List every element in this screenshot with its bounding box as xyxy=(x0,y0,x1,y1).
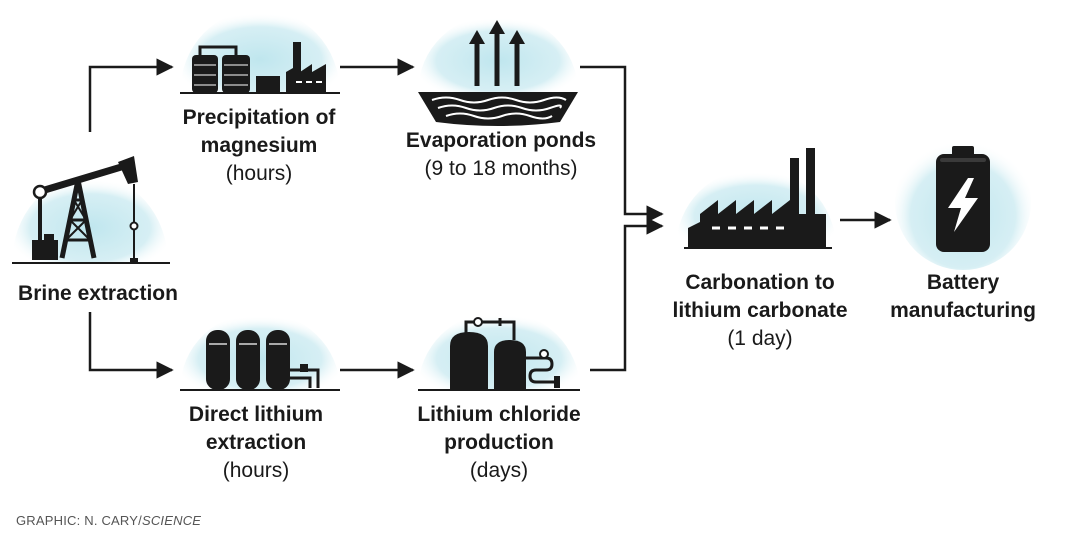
evaporation-pond-icon xyxy=(418,14,578,126)
dle-title-line1: Direct lithium xyxy=(188,403,324,426)
arrow-brine-to-magnesium xyxy=(88,58,174,132)
extraction-tanks-icon xyxy=(180,312,340,391)
brine-title: Brine extraction xyxy=(18,282,178,305)
chloride-label: Lithium chloride production (days) xyxy=(417,401,580,485)
chemical-tanks-icon xyxy=(418,311,580,391)
battery-title-line2: manufacturing xyxy=(890,299,1036,322)
dle-title-line2: extraction xyxy=(205,431,307,454)
magnesium-time: (hours) xyxy=(225,162,293,185)
dle-label: Direct lithium extraction (hours) xyxy=(189,401,323,485)
credit-source: SCIENCE xyxy=(141,513,202,528)
arrow-chloride-to-carbonation xyxy=(590,217,664,372)
carbonation-title-line1: Carbonation to xyxy=(685,271,835,294)
carbonation-label: Carbonation to lithium carbonate (1 day) xyxy=(672,269,847,353)
chloride-title-line2: production xyxy=(444,431,554,454)
evaporation-title: Evaporation ponds xyxy=(405,129,597,152)
battery-title-line1: Battery xyxy=(926,271,1000,294)
evaporation-label: Evaporation ponds (9 to 18 months) xyxy=(406,127,596,183)
brine-extraction-label: Brine extraction xyxy=(18,280,178,308)
industrial-plant-icon xyxy=(180,8,340,94)
chloride-title-line1: Lithium chloride xyxy=(417,403,581,426)
credit-prefix: GRAPHIC: N. CARY/ xyxy=(16,513,142,528)
carbonation-title-line2: lithium carbonate xyxy=(672,299,848,322)
connectors xyxy=(88,58,892,379)
carbonation-time: (1 day) xyxy=(727,327,793,350)
evaporation-time: (9 to 18 months) xyxy=(424,157,578,180)
arrow-brine-to-dle xyxy=(88,312,174,379)
dle-time: (hours) xyxy=(222,459,290,482)
battery-bolt-icon xyxy=(895,134,1031,270)
battery-label: Battery manufacturing xyxy=(890,269,1036,325)
graphic-credit: GRAPHIC: N. CARY/SCIENCE xyxy=(16,513,201,528)
magnesium-title-line1: Precipitation of xyxy=(182,106,336,129)
arrow-evaporation-to-carbonation xyxy=(580,65,664,223)
magnesium-label: Precipitation of magnesium (hours) xyxy=(183,104,336,188)
factory-icon xyxy=(676,148,836,249)
magnesium-title-line2: magnesium xyxy=(200,134,318,157)
chloride-time: (days) xyxy=(469,459,529,482)
oil-pump-icon xyxy=(12,156,170,264)
